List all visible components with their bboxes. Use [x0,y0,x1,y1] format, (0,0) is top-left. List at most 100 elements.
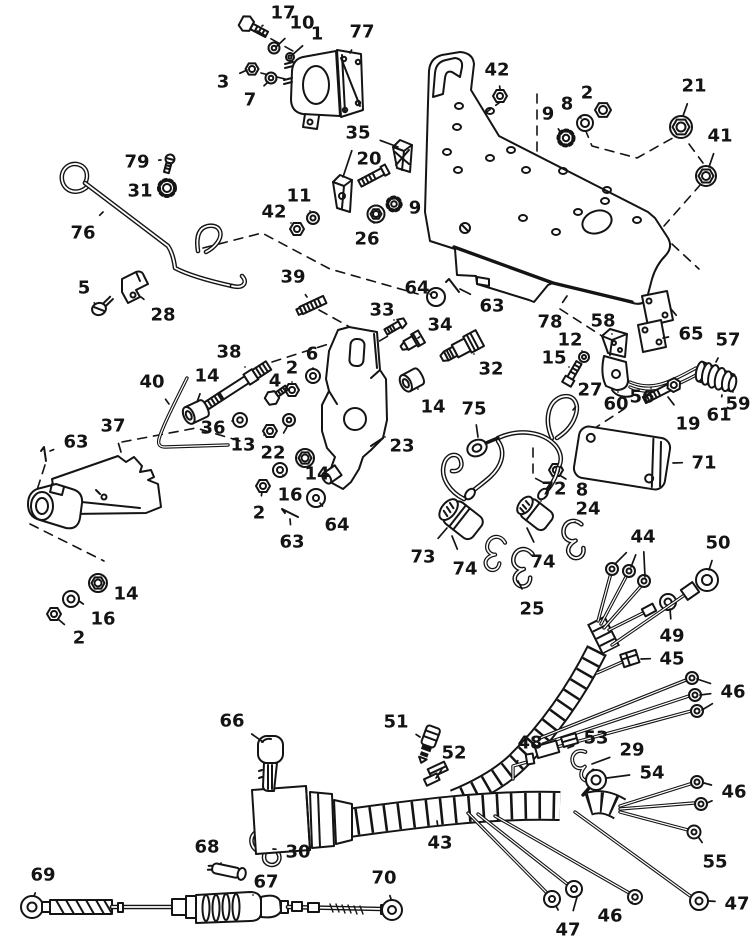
leader-line-40 [164,398,170,405]
leader-line-74 [451,535,459,550]
leader-line-37 [117,442,122,453]
leader-line-63 [289,518,292,526]
leader-line-63 [49,448,55,452]
callout-43: 43 [427,833,452,854]
callout-27: 27 [577,380,602,401]
leader-line-46 [699,692,712,696]
leader-line-50 [708,559,713,571]
callout-16: 16 [90,609,115,630]
leader-line-3 [238,69,248,75]
callout-63: 63 [279,532,304,553]
leader-line-35 [379,139,399,148]
callout-8: 8 [561,94,574,115]
leader-line-51 [415,733,421,738]
callout-50: 50 [705,533,730,554]
leader-line-76 [98,211,104,217]
leader-line-2 [57,618,66,626]
callout-9: 9 [542,104,555,125]
rubber-mounts-group [290,139,413,235]
wire-loop-27 [545,393,580,441]
callout-63: 63 [63,432,88,453]
leader-line-66 [250,733,264,743]
callout-38: 38 [216,342,241,363]
callout-22: 22 [260,443,285,464]
leader-line-65 [670,308,678,317]
callout-68: 68 [194,837,219,858]
leader-line-52 [435,769,443,779]
callout-14: 14 [420,397,445,418]
cotter-pin-63 [281,508,299,518]
leader-line-2 [260,491,263,497]
screw-15 [561,360,583,388]
callout-14: 14 [113,584,138,605]
leader-line-46 [701,702,714,711]
callout-25: 25 [519,599,544,620]
leader-line-46 [703,782,713,786]
sensor-34 [399,329,427,351]
callout-46: 46 [721,782,746,803]
connector-53 [533,732,580,760]
callout-48: 48 [517,733,542,754]
stud-39 [295,294,328,316]
callout-69: 69 [30,865,55,886]
connector-74 [516,495,554,532]
callout-35: 35 [345,123,370,144]
leader-line-73 [437,527,448,540]
leader-line-47 [572,896,578,912]
callout-40: 40 [139,372,164,393]
rectifier-71 [549,425,672,491]
right-cluster [561,290,738,405]
callout-60: 60 [603,394,628,415]
leader-line-46 [706,799,713,804]
callout-30: 30 [285,842,310,863]
leader-line-44 [630,554,637,568]
callout-34: 34 [427,315,452,336]
callout-14: 14 [194,366,219,387]
callout-56: 56 [629,387,654,408]
callout-77: 77 [349,22,374,43]
callout-12: 12 [557,330,582,351]
wiring-harness-43 [251,562,719,911]
leader-line-53 [567,744,575,749]
leader-line-47 [555,905,559,911]
leader-line-19 [667,396,675,406]
leader-line-34 [417,336,421,339]
switch-32 [439,329,486,362]
callout-32: 32 [478,359,503,380]
leader-line-77 [349,49,353,54]
leader-line-78 [561,295,568,304]
callout-75: 75 [461,399,486,420]
callout-2: 2 [581,83,594,104]
screw-20 [357,163,391,188]
callout-36: 36 [200,418,225,439]
callout-2: 2 [286,358,299,379]
callout-72: 72 [541,479,566,500]
left-small-hardware [91,153,177,317]
callout-9: 9 [409,198,422,219]
terminals-52 [422,760,449,787]
washer-pin-group [426,278,460,307]
leader-line-46 [629,901,633,904]
connector-73 [438,498,484,541]
callout-74: 74 [530,552,555,573]
leader-line-43 [436,820,439,826]
center-fasteners [256,449,326,518]
callout-41: 41 [707,126,732,147]
callout-4: 4 [269,371,282,392]
callout-45: 45 [659,649,684,670]
callout-17: 17 [270,3,295,24]
leader-line-22 [282,426,288,434]
leader-line-8 [560,475,567,480]
callout-7: 7 [244,90,257,111]
leader-line-57 [715,357,719,363]
leader-line-27 [572,406,577,411]
bolt-4 [263,384,290,406]
leader-line-8 [579,116,582,119]
pin-68 [206,862,247,881]
ignition-key-66 [257,735,284,792]
callout-44: 44 [630,527,655,548]
leader-line-14 [196,392,201,403]
callout-61: 61 [706,405,731,426]
